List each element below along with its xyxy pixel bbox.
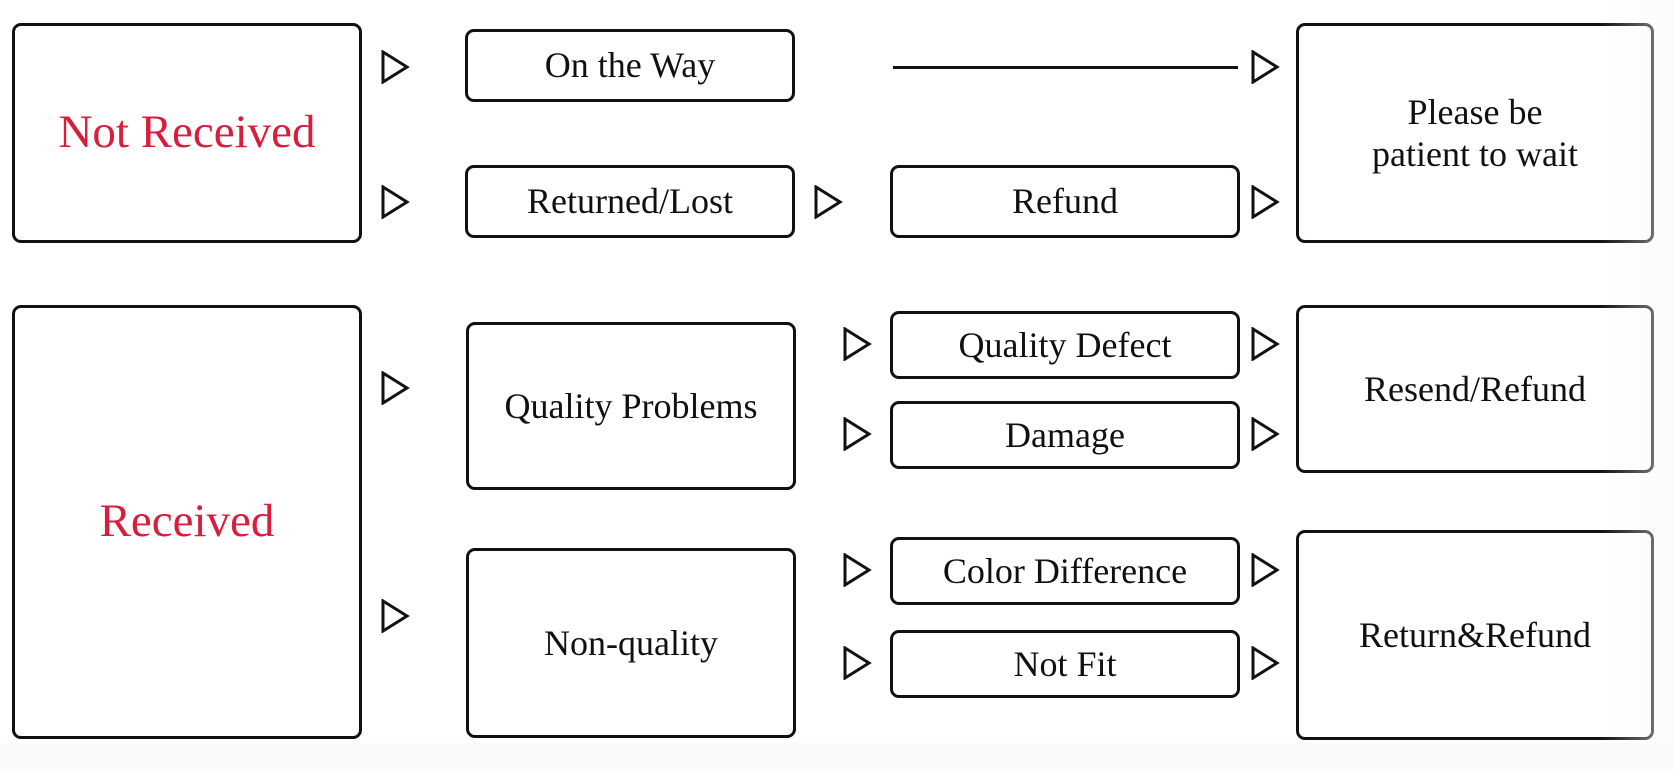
node-on-the-way[interactable]: On the Way [465, 29, 795, 102]
node-quality-defect[interactable]: Quality Defect [890, 311, 1240, 379]
node-resend-refund-label: Resend/Refund [1364, 368, 1586, 409]
triangle-right-outline-icon [378, 369, 412, 407]
triangle-right-outline-icon [840, 415, 874, 453]
node-return-and-refund[interactable]: Return&Refund [1296, 530, 1654, 740]
node-received-label: Received [99, 495, 275, 548]
node-quality-defect-label: Quality Defect [958, 324, 1172, 365]
node-non-quality[interactable]: Non-quality [466, 548, 796, 738]
page-edge-tint-bottom [0, 743, 1674, 769]
triangle-right-outline-icon [378, 183, 412, 221]
node-color-difference-label: Color Difference [942, 550, 1188, 591]
triangle-right-outline-icon [1248, 551, 1282, 589]
node-refund[interactable]: Refund [890, 165, 1240, 238]
node-returned-lost-label: Returned/Lost [527, 181, 733, 222]
node-color-difference[interactable]: Color Difference [890, 537, 1240, 605]
node-not-fit-label: Not Fit [1013, 643, 1117, 684]
node-received[interactable]: Received [12, 305, 362, 739]
node-on-the-way-label: On the Way [544, 45, 716, 86]
node-please-be-patient-to-wait-label: Please be patient to wait [1372, 91, 1578, 174]
triangle-right-outline-icon [840, 551, 874, 589]
node-not-fit[interactable]: Not Fit [890, 630, 1240, 698]
triangle-right-outline-icon [840, 644, 874, 682]
triangle-right-outline-icon [840, 325, 874, 363]
triangle-right-outline-icon [1248, 183, 1282, 221]
triangle-right-outline-icon [811, 183, 845, 221]
node-please-be-patient-to-wait[interactable]: Please be patient to wait [1296, 23, 1654, 243]
triangle-right-outline-icon [1248, 325, 1282, 363]
node-quality-problems[interactable]: Quality Problems [466, 322, 796, 490]
triangle-right-outline-icon [378, 48, 412, 86]
node-returned-lost[interactable]: Returned/Lost [465, 165, 795, 238]
triangle-right-outline-icon [1248, 48, 1282, 86]
node-not-received[interactable]: Not Received [12, 23, 362, 243]
triangle-right-outline-icon [1248, 644, 1282, 682]
node-quality-problems-label: Quality Problems [504, 385, 758, 426]
node-damage-label: Damage [1005, 414, 1125, 455]
node-non-quality-label: Non-quality [544, 622, 718, 663]
node-return-and-refund-label: Return&Refund [1359, 614, 1591, 655]
connector-on-the-way-to-please-wait [893, 66, 1238, 69]
triangle-right-outline-icon [378, 597, 412, 635]
node-not-received-label: Not Received [58, 106, 316, 159]
node-damage[interactable]: Damage [890, 401, 1240, 469]
triangle-right-outline-icon [1248, 415, 1282, 453]
node-resend-refund[interactable]: Resend/Refund [1296, 305, 1654, 473]
node-refund-label: Refund [1012, 181, 1118, 222]
